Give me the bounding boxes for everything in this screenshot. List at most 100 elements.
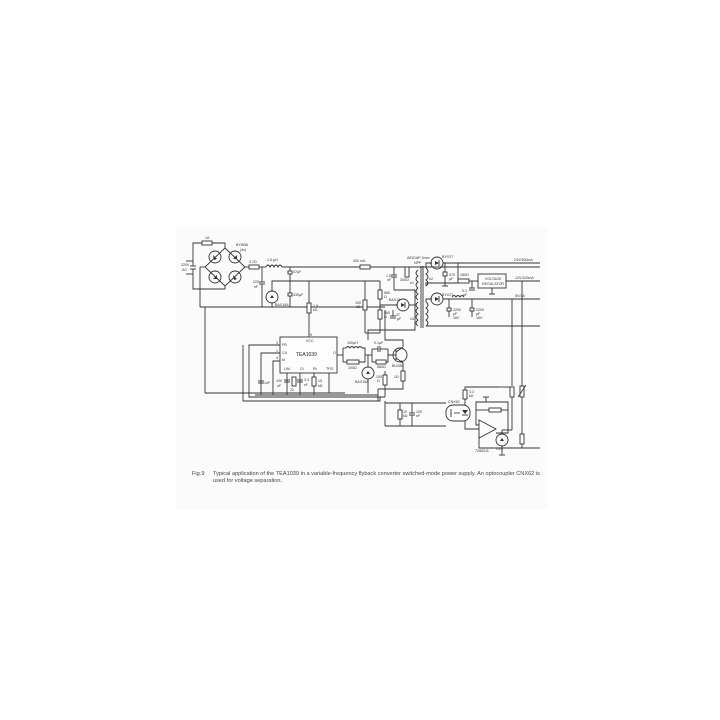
opto-res-label: 3.3 xyxy=(469,390,474,394)
pin-rt: Rt xyxy=(313,367,317,371)
primary-network: 400 mA 100 kΩ 560 Ω 560 Ω 1.5 nF 300Ω BA… xyxy=(353,259,415,334)
pin-cu: CU xyxy=(282,351,288,355)
ref-code-label: 7Z60011 xyxy=(475,449,489,453)
cap-in3-label: 330µF xyxy=(293,293,304,297)
cap-5v1-sub: µF xyxy=(453,312,458,316)
zener-in-label: BAX18A xyxy=(275,303,289,307)
drive-zener-label: BAX18A xyxy=(355,380,369,384)
winding-n2: n2 xyxy=(429,277,433,281)
mains-input: 220V AC 1A xyxy=(181,236,226,290)
mains-label: 220V xyxy=(181,263,190,267)
ic-passives: 1nF 100 nF 22 3.3 nF 15 kΩ xyxy=(258,376,323,392)
res-div3-sub: Ω xyxy=(384,315,387,319)
fb-cap-sub: nF xyxy=(416,414,421,418)
pin-o: O xyxy=(333,351,336,355)
aux-diode-label: BAX18 xyxy=(389,298,400,302)
choke-label: 1.5 µH xyxy=(267,258,278,262)
cap-reg-sub: µF xyxy=(463,293,468,297)
cap-24v-label: 470 xyxy=(449,273,455,277)
cap-5v2-volt: 16V xyxy=(476,316,483,320)
base-res-label: 560Ω xyxy=(377,365,386,369)
bridge-sub-label: (4x) xyxy=(240,248,246,252)
res-start-label: 1.5 xyxy=(313,304,318,308)
res-lim-label: 22 xyxy=(290,388,294,392)
drive-ind-label: 100µH xyxy=(347,341,358,345)
output-5v-label: 5V/3A xyxy=(515,294,525,298)
cap-5v1-volt: 16V xyxy=(453,316,460,320)
res-div1-label: 100 xyxy=(355,301,361,305)
cap-lim-sub: nF xyxy=(277,384,282,388)
drive-cap-label: 0.1µF xyxy=(374,341,384,345)
pin-ct: Ct xyxy=(300,367,304,371)
output-12v-label: 12V/100mA xyxy=(515,276,534,280)
cap-snub-label: 1.5 xyxy=(386,274,391,278)
res-e1-sub: Ω xyxy=(377,379,380,383)
drive-network: 100µH 100Ω 0.1µF 560Ω BAX18A xyxy=(337,341,393,393)
winding-n3: n3 xyxy=(410,317,414,321)
ic-tea1039: TEA1039 VCC FB CU M LIM Ct Rt TPG O 3 1 … xyxy=(205,333,385,402)
diode-24v-label: BYV27 xyxy=(442,255,453,259)
cap-24v-sub: µF xyxy=(449,277,454,281)
pin-vcc: VCC xyxy=(306,339,314,343)
transistor-label: BUX85 xyxy=(392,364,403,368)
transistor-bux85: BUX85 1Ω 100 Ω xyxy=(376,310,408,401)
opto-res-sub: kΩ xyxy=(469,394,474,398)
output-24v: BYV27 24V/300mA 470 µF 180Ω 0.1 µF VOLTA… xyxy=(425,255,540,297)
pin-3: 3 xyxy=(276,341,278,345)
cap-in2-label: 47µF xyxy=(293,270,302,274)
output-24v-label: 24V/300mA xyxy=(514,258,533,262)
transformer-label: AIRGAP 2mm xyxy=(407,256,430,260)
fuse-label: 1A xyxy=(205,236,210,240)
aux-cap-sub: µF xyxy=(397,317,402,321)
cap-osc-label: 1nF xyxy=(264,381,271,385)
figure-number: Fig.9 xyxy=(192,471,205,477)
fb-res-sub: kΩ xyxy=(403,414,408,418)
fb-cap-label: 100 xyxy=(416,410,422,414)
pin-tpg: TPG xyxy=(326,367,334,371)
diode-5v-label: BYV27 xyxy=(442,293,453,297)
pin-9: 9 xyxy=(310,333,312,337)
res-start-sub: kΩ xyxy=(313,308,318,312)
pin-m: M xyxy=(282,358,285,362)
feedback-section: 10 kΩ 100 nF CNX62 3.3 kΩ xyxy=(384,281,540,456)
res-e2-label: 1Ω xyxy=(394,375,399,379)
res-div1-sub: kΩ xyxy=(356,305,361,309)
input-filter: 3.7Ω 1.5 µH 220 nF 47µF BAX18A 330µF xyxy=(200,258,540,393)
ic-name: TEA1039 xyxy=(296,352,317,358)
fb-res-label: 10 xyxy=(403,410,407,414)
regulator-label: VOLTAGE xyxy=(485,277,502,281)
optocoupler-label: CNX62 xyxy=(448,400,460,404)
res-div2-sub: Ω xyxy=(384,295,387,299)
res-div3-label: 560 xyxy=(384,311,390,315)
fuse xyxy=(201,240,213,246)
res-rt-label: 15 xyxy=(318,379,322,383)
cap-ct-label: 3.3 xyxy=(304,378,309,382)
pin-4: 4 xyxy=(276,356,278,360)
cap-5v2-sub: µF xyxy=(476,312,481,316)
pin-1: 1 xyxy=(276,349,278,353)
cap-lim-label: 100 xyxy=(276,379,282,383)
pin-lim: LIM xyxy=(284,367,290,371)
res-reg-label: 180Ω xyxy=(460,273,469,277)
figure-caption-text: Typical application of the TEA1039 in a … xyxy=(213,471,540,484)
ntc-resistor xyxy=(248,264,260,270)
cap-in1-label: 220 xyxy=(253,280,259,284)
res-div2-label: 560 xyxy=(384,291,390,295)
res-snub-label: 300Ω xyxy=(400,278,409,282)
ref-zener-label: CZ4 xyxy=(496,447,503,451)
cap-5v1-label: 2200 xyxy=(453,308,461,312)
mains-sub-label: AC xyxy=(182,268,187,272)
transformer-sub: NPP xyxy=(414,261,422,265)
ind-main-label: 400 mA xyxy=(353,259,366,263)
pin-fb: FB xyxy=(282,343,287,347)
regulator-sub: REGULATOR xyxy=(482,282,504,286)
start-resistor: 1.5 kΩ xyxy=(306,281,318,337)
input-choke xyxy=(265,264,283,269)
cap-reg-label: 0.1 xyxy=(462,289,467,293)
ntc-label: 3.7Ω xyxy=(249,260,257,264)
cap-5v2-label: 2200 xyxy=(476,308,484,312)
cap-snub-sub: nF xyxy=(387,278,392,282)
res-rt-sub: kΩ xyxy=(318,384,323,388)
cap-in1-sub: nF xyxy=(254,285,259,289)
